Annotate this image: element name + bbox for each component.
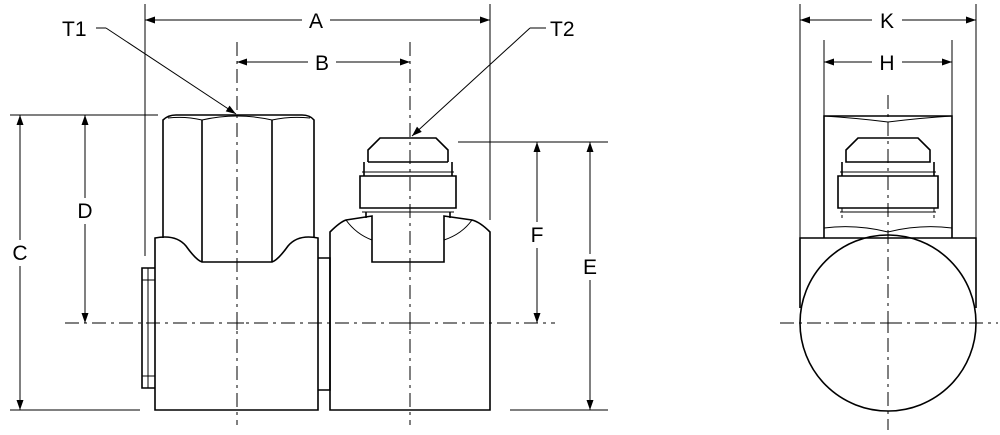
callout-t1: T1 <box>62 18 87 41</box>
dim-label-a: A <box>309 10 323 33</box>
callout-t2: T2 <box>550 18 575 41</box>
dim-label-c: C <box>12 242 27 265</box>
fitting-t2 <box>359 137 457 218</box>
hex-port-t1 <box>162 114 315 262</box>
front-view: A B C D F E T1 T2 <box>8 4 608 425</box>
dim-label-e: E <box>583 256 597 279</box>
end-plug <box>141 267 155 389</box>
spacer <box>318 257 331 391</box>
dim-label-h: H <box>879 52 894 75</box>
side-view: K H <box>780 4 998 430</box>
dim-label-d: D <box>77 200 92 223</box>
dim-label-k: K <box>880 10 894 33</box>
dim-label-b: B <box>315 52 329 75</box>
dim-label-f: F <box>531 224 544 247</box>
right-body <box>329 215 491 411</box>
